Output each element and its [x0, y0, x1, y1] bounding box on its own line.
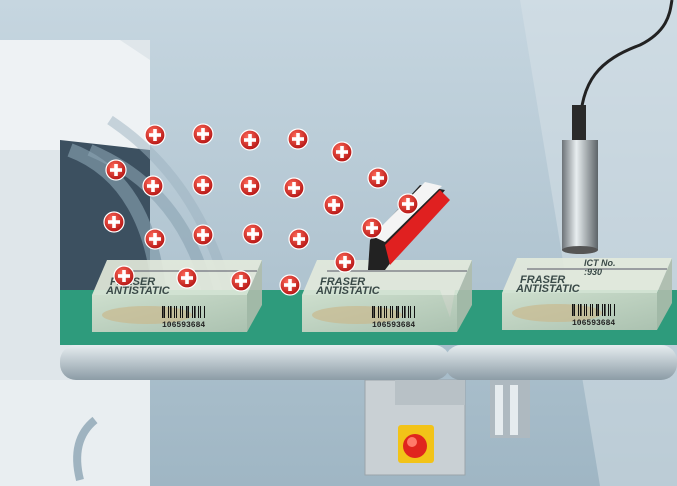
positive-charge: [367, 167, 389, 189]
positive-charge: [144, 228, 166, 250]
box-product-label: ANTISTATIC: [315, 285, 381, 297]
positive-charge: [103, 211, 125, 233]
positive-charge: [192, 123, 214, 145]
barcode-number: 106593684: [372, 321, 415, 330]
barcode-number: 106593684: [162, 321, 205, 330]
positive-charge: [192, 174, 214, 196]
positive-charge: [323, 194, 345, 216]
positive-charge: [142, 175, 164, 197]
positive-charge: [287, 128, 309, 150]
positive-charge: [105, 159, 127, 181]
emergency-stop-button[interactable]: [398, 425, 434, 463]
barcode: [572, 304, 615, 316]
positive-charge: [239, 175, 261, 197]
positive-charge: [113, 265, 135, 287]
box-product-label: ANTISTATIC: [515, 283, 581, 295]
sensor-probe: [562, 0, 674, 254]
box-brand-label: FRASER: [320, 276, 365, 288]
barcode: [162, 306, 205, 318]
positive-charge: [397, 193, 419, 215]
positive-charge: [279, 274, 301, 296]
positive-charge: [361, 217, 383, 239]
positive-charge: [242, 223, 264, 245]
positive-charge: [192, 224, 214, 246]
positive-charge: [230, 270, 252, 292]
positive-charge: [239, 129, 261, 151]
stamp-line-1: ICT No.: [584, 258, 616, 268]
positive-charge: [144, 124, 166, 146]
box-brand-label: FRASER: [520, 274, 565, 286]
barcode: [372, 306, 415, 318]
positive-charge: [331, 141, 353, 163]
positive-charge: [283, 177, 305, 199]
stamp-line-2: :930: [584, 267, 602, 277]
positive-charge: [334, 251, 356, 273]
positive-charge: [288, 228, 310, 250]
box-product-label: ANTISTATIC: [105, 285, 171, 297]
barcode-number: 106593684: [572, 319, 615, 328]
positive-charge: [176, 267, 198, 289]
